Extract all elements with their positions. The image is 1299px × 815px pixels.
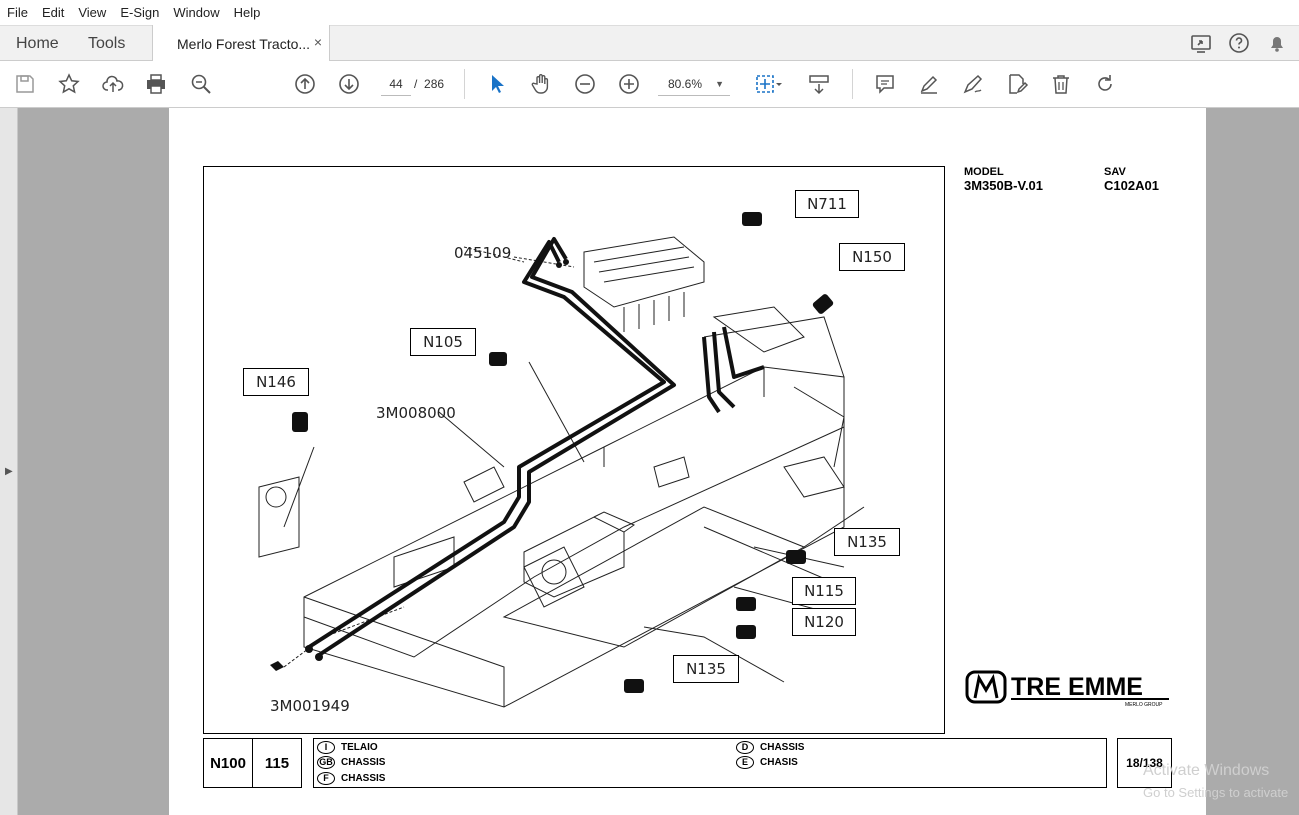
model-label: MODEL	[964, 166, 1004, 178]
scroll-mode-icon[interactable]	[806, 71, 832, 97]
callout-n150: N150	[839, 243, 905, 271]
pdf-page: 045109 3M008000 3M001949 N711 N150 N105 …	[169, 108, 1206, 815]
toolbar-divider	[464, 69, 465, 99]
menu-view[interactable]: View	[78, 5, 107, 20]
callout-n135-lower: N135	[673, 655, 739, 683]
left-panel-toggle[interactable]: ▶	[0, 108, 18, 815]
chevron-down-icon: ▼	[715, 79, 724, 89]
drawing-frame: 045109 3M008000 3M001949 N711 N150 N105 …	[203, 166, 945, 734]
sav-block: SAV C102A01	[1104, 166, 1159, 193]
sign-pen-icon[interactable]	[960, 71, 986, 97]
sheet-page-number: 18/138	[1117, 738, 1172, 788]
delete-trash-icon[interactable]	[1048, 71, 1074, 97]
watermark-line2: Go to Settings to activate	[1143, 785, 1289, 800]
part-label-3m008000: 3M008000	[376, 404, 456, 422]
page-number-input[interactable]: 44	[381, 72, 411, 96]
part-label-045109: 045109	[454, 244, 511, 262]
select-cursor-icon[interactable]	[484, 71, 510, 97]
close-tab-icon[interactable]: ×	[313, 34, 322, 50]
chassis-diagram: 045109 3M008000 3M001949	[258, 212, 865, 715]
save-icon[interactable]	[12, 71, 38, 97]
expand-panel-icon: ▶	[5, 466, 13, 477]
notifications-icon[interactable]	[1265, 31, 1289, 55]
toolbar-divider	[852, 69, 853, 99]
callout-n120: N120	[792, 608, 856, 636]
previous-page-icon[interactable]	[292, 71, 318, 97]
tab-bar: Home Tools Merlo Forest Tracto... ×	[0, 25, 1299, 62]
highlight-pen-icon[interactable]	[916, 71, 942, 97]
callout-n135-upper: N135	[834, 528, 900, 556]
toolbar: 44 / 286 80.6% ▼	[0, 61, 1299, 108]
activation-watermark: Activate Windows Go to Settings to activ…	[1143, 760, 1288, 804]
model-value: 3M350B-V.01	[964, 178, 1044, 193]
next-page-icon[interactable]	[336, 71, 362, 97]
menu-esign[interactable]: E-Sign	[120, 5, 160, 20]
hand-pan-icon[interactable]	[528, 71, 554, 97]
rotate-icon[interactable]	[1092, 71, 1118, 97]
upload-cloud-icon[interactable]	[100, 71, 126, 97]
page-total: / 286	[414, 72, 444, 96]
menu-bar: File Edit View E-Sign Window Help	[0, 0, 1299, 25]
help-icon[interactable]	[1227, 31, 1251, 55]
menu-edit[interactable]: Edit	[41, 5, 65, 20]
fit-options-chevron-icon[interactable]	[773, 71, 785, 97]
menu-help[interactable]: Help	[233, 5, 261, 20]
pointer-hands	[292, 212, 834, 693]
tab-document[interactable]: Merlo Forest Tracto... ×	[152, 25, 330, 62]
menu-window[interactable]: Window	[173, 5, 220, 20]
watermark-line1: Activate Windows	[1143, 762, 1270, 779]
zoom-level-select[interactable]: 80.6% ▼	[658, 72, 730, 96]
menu-file[interactable]: File	[7, 5, 28, 20]
sav-value: C102A01	[1104, 178, 1159, 193]
model-block: MODEL 3M350B-V.01	[964, 166, 1043, 193]
number-cell: 115	[252, 738, 302, 788]
tab-tools[interactable]: Tools	[88, 35, 126, 52]
treemme-logo: TRE EMME MERLO GROUP	[965, 670, 1169, 708]
tab-home[interactable]: Home	[16, 35, 59, 52]
zoom-search-icon[interactable]	[188, 71, 214, 97]
edit-document-icon[interactable]	[1004, 71, 1030, 97]
bookmark-star-icon[interactable]	[56, 71, 82, 97]
share-screen-icon[interactable]	[1189, 31, 1213, 55]
comment-icon[interactable]	[872, 71, 898, 97]
brand-sub: MERLO GROUP	[1125, 702, 1163, 708]
sav-label: SAV	[1104, 166, 1126, 178]
brand-name: TRE EMME	[1011, 673, 1143, 701]
header-right-icons	[1189, 31, 1289, 55]
code-cell: N100	[203, 738, 253, 788]
document-tab-title: Merlo Forest Tracto...	[177, 35, 311, 52]
callout-n146: N146	[243, 368, 309, 396]
callout-n711: N711	[795, 190, 859, 218]
zoom-level: 80.6%	[668, 77, 703, 91]
callout-n105: N105	[410, 328, 476, 356]
zoom-in-icon[interactable]	[616, 71, 642, 97]
print-icon[interactable]	[143, 71, 169, 97]
zoom-out-icon[interactable]	[572, 71, 598, 97]
part-label-3m001949: 3M001949	[270, 697, 350, 715]
callout-n115: N115	[792, 577, 856, 605]
page-separator: /	[414, 77, 418, 91]
total-pages: 286	[424, 77, 445, 91]
fit-page-icon[interactable]	[752, 71, 778, 97]
